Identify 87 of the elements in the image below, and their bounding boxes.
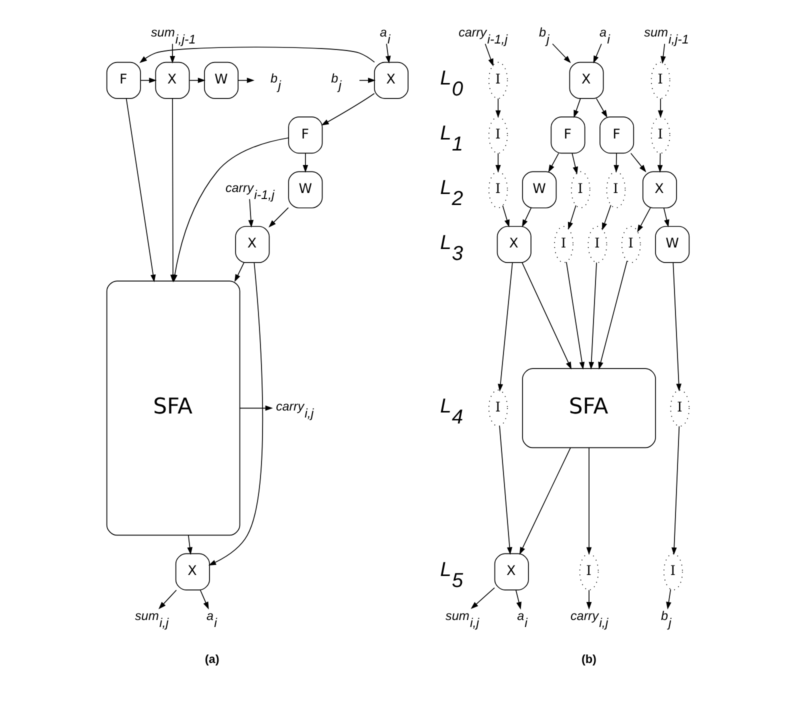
arrow [237,78,254,84]
arrow [521,208,532,228]
node-ellipse: I [587,226,607,263]
node-box: X [496,226,531,263]
arrow [656,152,662,173]
arrow [671,426,680,556]
node-box: X [154,62,190,99]
arrow [484,43,493,66]
arrow [502,205,510,228]
arrow [592,43,602,64]
label: (b) [580,652,596,666]
arrow [630,152,646,172]
arrow [186,535,192,555]
arrow [571,152,578,174]
node-ellipse: I [620,226,640,263]
arrow [657,98,663,118]
arrow [158,590,176,610]
arrow [602,204,611,230]
arrow [552,43,570,64]
arrow [199,590,208,610]
arrow [320,93,374,126]
node-box: W [288,171,322,208]
node-box: SFA [106,280,240,536]
node-ellipse: I [488,390,508,427]
arrow [498,426,512,555]
arrow [138,46,374,63]
node-box: SFA [522,368,656,448]
arrow [385,43,390,64]
node-box: F [550,116,585,154]
arrow [234,262,244,282]
label: (a) [204,652,219,666]
arrow [596,98,607,118]
arrow [666,588,671,610]
node-ellipse: I [670,390,690,427]
arrow [565,262,584,370]
arrow [208,262,263,566]
arrow [515,590,521,610]
arrow [662,208,669,228]
arrow [494,98,500,118]
node-ellipse: I [488,62,508,99]
arrow [586,447,592,555]
arrow [613,152,618,173]
arrow [125,98,156,282]
arrow [497,262,512,392]
node-ellipse: I [650,62,670,99]
node-box: X [174,553,210,590]
node-ellipse: I [570,171,590,208]
node-box: F [288,116,322,154]
arrow [518,447,570,555]
arrow [172,137,289,282]
arrow [268,207,288,228]
arrow [302,152,308,173]
node-box: X [568,62,604,99]
arrow [598,260,627,370]
node-box: X [494,553,528,590]
arrow [586,590,592,610]
arrow [248,198,254,228]
arrow [521,262,572,370]
node-ellipse: I [650,116,670,154]
node-ellipse: I [488,171,508,208]
arrow [140,78,156,84]
arrow [470,587,494,610]
arrow [672,262,681,392]
arrow [238,406,272,411]
arrow [567,204,576,230]
node-box: W [204,62,238,99]
node-ellipse: I [488,116,508,154]
node-ellipse: I [606,171,626,208]
node-box: X [642,171,676,208]
arrow [660,43,666,64]
node-ellipse: I [578,553,598,590]
node-box: W [522,171,556,208]
arrow [358,78,376,84]
arrow [588,262,596,370]
node-box: X [374,62,408,99]
node-box: W [654,226,690,263]
arrow [636,208,650,232]
arrow [494,152,500,173]
arrow [573,98,580,118]
node-ellipse: I [663,553,682,590]
node-ellipse: I [554,226,573,263]
node-box: F [106,62,140,99]
arrow [188,78,205,84]
arrow [169,43,175,64]
arrow [548,152,559,172]
node-box: F [599,116,634,154]
node-box: X [234,226,270,263]
